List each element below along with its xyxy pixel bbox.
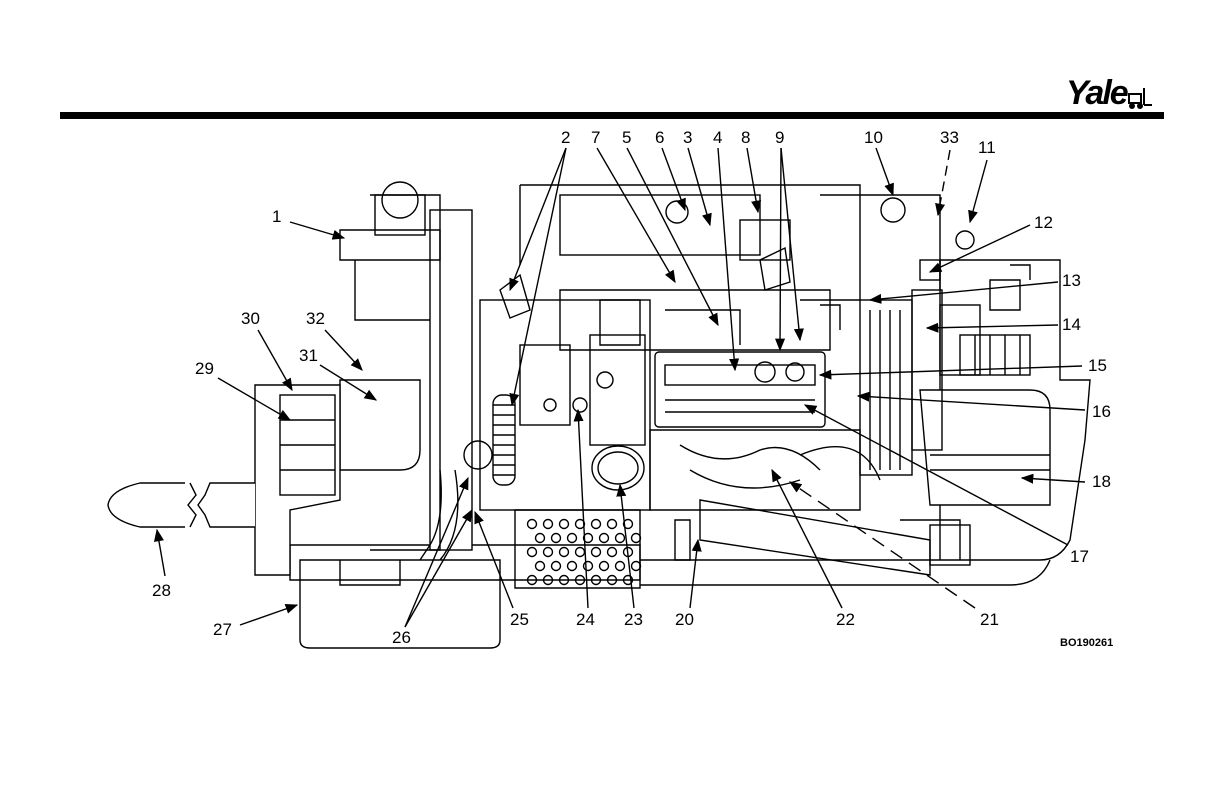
leader-33 [938, 150, 950, 215]
leader-30 [258, 330, 292, 390]
figure-code: BO190261 [1060, 637, 1113, 649]
callout-11: 11 [978, 138, 996, 157]
top-frame [520, 185, 940, 300]
leader-22 [772, 470, 842, 608]
leader-9b [781, 148, 800, 340]
callout-7: 7 [591, 128, 600, 147]
drive-shaft [108, 483, 255, 527]
gear-wheel [493, 395, 515, 485]
leader-15 [820, 366, 1082, 375]
callout-28: 28 [152, 581, 171, 600]
leader-10 [876, 148, 893, 195]
callout-21: 21 [980, 610, 999, 629]
leader-9a [780, 148, 781, 350]
guard-hole [560, 548, 569, 557]
callout-2: 2 [561, 128, 570, 147]
guard-hole [608, 548, 617, 557]
leader-2a [510, 148, 566, 290]
leader-1 [290, 222, 344, 238]
callout-3: 3 [683, 128, 692, 147]
guard-hole [552, 534, 561, 543]
flywheel-housing [340, 182, 472, 550]
leader-6 [662, 148, 685, 210]
leader-28 [157, 530, 165, 576]
transmission-housing [255, 385, 340, 575]
guard-hole [632, 562, 641, 571]
oil-filter [592, 446, 644, 490]
callout-33: 33 [940, 128, 959, 147]
leader-4 [718, 148, 735, 370]
guard-hole [552, 562, 561, 571]
callout-15: 15 [1088, 356, 1107, 375]
guard-hole [632, 534, 641, 543]
guard-hole [568, 562, 577, 571]
callout-9: 9 [775, 128, 784, 147]
callout-30: 30 [241, 309, 260, 328]
leader-7 [597, 148, 675, 282]
callout-25: 25 [510, 610, 529, 629]
callout-31: 31 [299, 346, 318, 365]
callout-1: 1 [272, 207, 281, 226]
guard-hole [592, 548, 601, 557]
guard-hole [600, 562, 609, 571]
guard-hole [544, 520, 553, 529]
cylinder-head [560, 290, 830, 350]
callout-32: 32 [306, 309, 325, 328]
callout-4: 4 [713, 128, 722, 147]
guard-hole [528, 548, 537, 557]
leader-23 [620, 485, 634, 608]
guard-hole [560, 520, 569, 529]
perforated-guard [515, 510, 641, 588]
callout-12: 12 [1034, 213, 1053, 232]
callout-22: 22 [836, 610, 855, 629]
guard-hole [616, 562, 625, 571]
leader-11 [970, 160, 987, 222]
valve-cover [655, 352, 825, 427]
callout-10: 10 [864, 128, 883, 147]
leader-3 [688, 148, 710, 225]
engine-illustration [108, 182, 1090, 648]
guard-hole [608, 520, 617, 529]
guard-hole [592, 520, 601, 529]
callout-20: 20 [675, 610, 694, 629]
callout-26: 26 [392, 628, 411, 647]
guard-hole [600, 534, 609, 543]
exhaust-pipes [650, 430, 880, 510]
callout-24: 24 [576, 610, 595, 629]
callout-18: 18 [1092, 472, 1111, 491]
guard-hole [584, 562, 593, 571]
guard-hole [528, 520, 537, 529]
guard-hole [576, 548, 585, 557]
leader-8 [747, 148, 758, 212]
guard-hole [616, 534, 625, 543]
guard-hole [568, 534, 577, 543]
leader-32 [325, 330, 362, 370]
callout-8: 8 [741, 128, 750, 147]
leader-14 [927, 325, 1058, 328]
callout-13: 13 [1062, 271, 1081, 290]
callout-6: 6 [655, 128, 664, 147]
callout-16: 16 [1092, 402, 1111, 421]
leader-13 [870, 282, 1058, 300]
callout-17: 17 [1070, 547, 1089, 566]
callout-5: 5 [622, 128, 631, 147]
guard-hole [536, 534, 545, 543]
leader-27 [240, 605, 297, 625]
callout-14: 14 [1062, 315, 1081, 334]
guard-hole [544, 548, 553, 557]
callout-23: 23 [624, 610, 643, 629]
callout-27: 27 [213, 620, 232, 639]
leader-20 [690, 540, 698, 608]
guard-hole [536, 562, 545, 571]
leader-24 [578, 410, 588, 608]
callout-29: 29 [195, 359, 214, 378]
